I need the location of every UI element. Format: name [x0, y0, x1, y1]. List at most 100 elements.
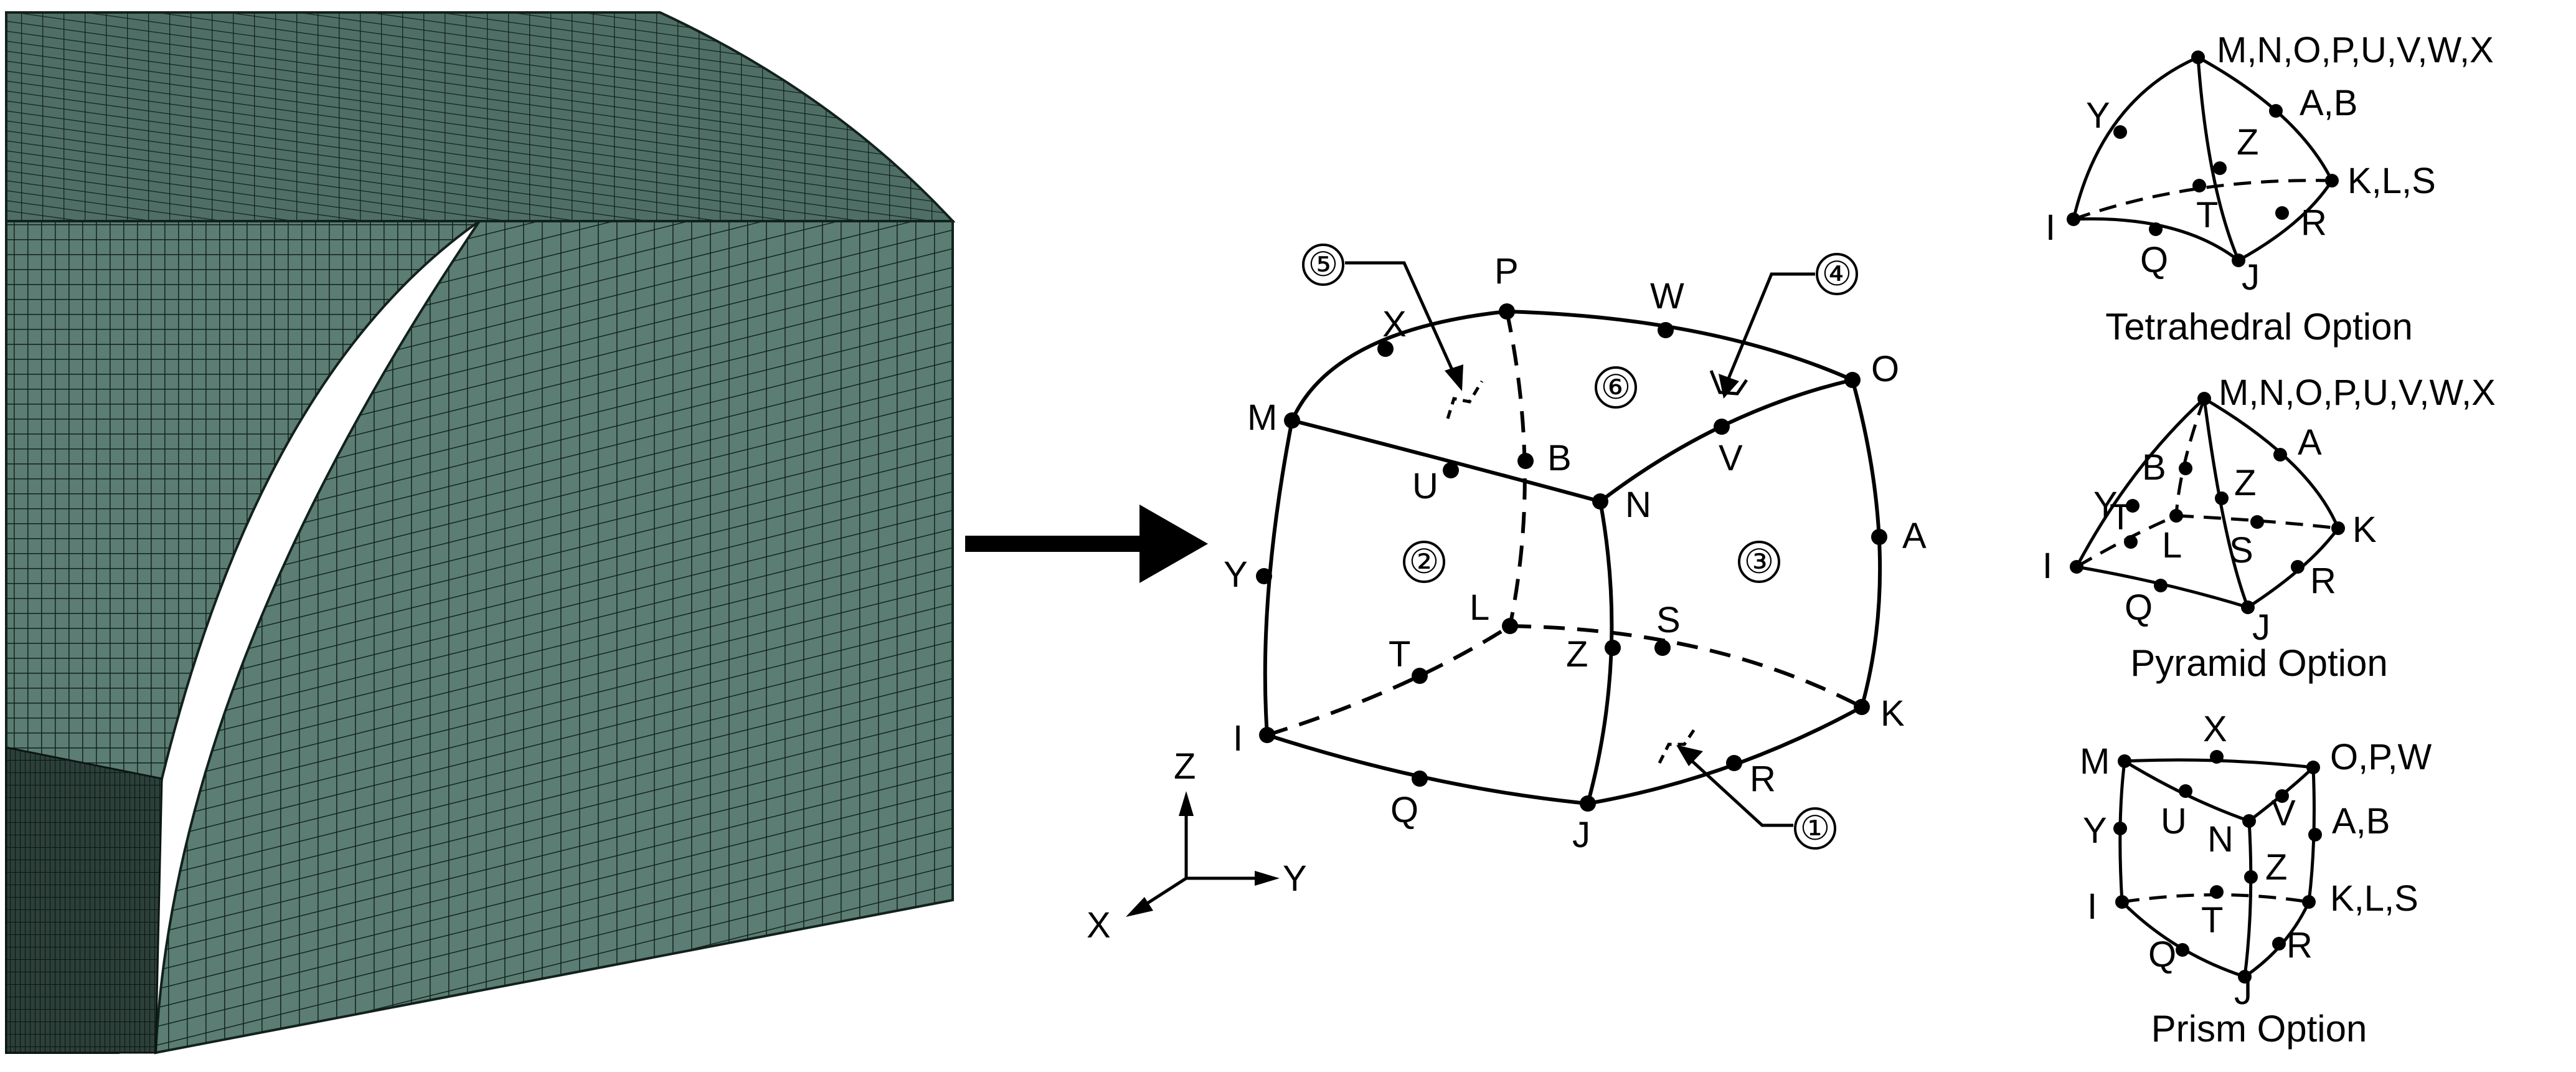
label-w: W	[1650, 276, 1684, 316]
prism-node-v	[2275, 789, 2289, 803]
pyr-label-b: B	[2142, 447, 2166, 488]
label-o: O	[1871, 349, 1899, 389]
tet-label-q: Q	[2140, 240, 2168, 280]
face-5-label: ⑤	[1308, 246, 1338, 283]
axis-y-label: Y	[1283, 858, 1307, 899]
brick-node-labels: I J K L M N O P Q R S T U V W X Y Z A B	[1224, 251, 1927, 855]
face-1-hidden-marker	[1658, 724, 1699, 764]
node-s	[1654, 640, 1671, 656]
face-6: ⑥	[1595, 366, 1637, 409]
node-b	[1517, 453, 1534, 469]
node-r	[1726, 755, 1742, 771]
tet-node-q	[2149, 222, 2163, 236]
tet-node-z	[2213, 161, 2227, 175]
axis-x-label: X	[1087, 905, 1111, 946]
label-t: T	[1389, 634, 1410, 675]
tet-edge-j-k	[2237, 179, 2334, 262]
prism-node-r	[2272, 937, 2286, 951]
tet-label-z: Z	[2237, 122, 2258, 163]
tet-label-top: M,N,O,P,U,V,W,X	[2217, 30, 2494, 70]
label-q: Q	[1390, 790, 1418, 830]
pyr-node-b	[2179, 462, 2192, 475]
pyr-label-k: K	[2352, 510, 2377, 550]
prism-node-j	[2238, 970, 2252, 984]
tet-node-t	[2192, 179, 2206, 192]
face-1-leader	[1686, 756, 1793, 827]
tet-label-kls: K,L,S	[2347, 161, 2436, 201]
face-3: ③	[1738, 541, 1780, 583]
tet-edge-i-m	[2072, 55, 2199, 220]
pyr-edge-m-l	[2174, 398, 2206, 516]
prism-node-a	[2308, 828, 2322, 842]
prism-label-ab: A,B	[2332, 801, 2390, 842]
node-u	[1443, 462, 1459, 478]
label-v: V	[1719, 438, 1743, 478]
pyr-node-r	[2291, 560, 2305, 574]
edge-m-n	[1291, 419, 1601, 503]
tet-label-r: R	[2301, 202, 2327, 243]
face-5-arrowhead-icon	[1445, 364, 1463, 391]
label-y: Y	[1224, 554, 1248, 595]
tet-label-j: J	[2242, 257, 2260, 298]
tet-node-a	[2269, 104, 2283, 118]
tet-edge-m-k	[2197, 55, 2334, 182]
prism-node-t	[2210, 885, 2224, 899]
prism-node-o	[2306, 761, 2320, 774]
face-4-hidden-marker	[1709, 370, 1748, 396]
label-m: M	[1247, 397, 1277, 438]
face-4: ④	[1709, 253, 1858, 399]
pyr-label-y: Y	[2093, 485, 2118, 525]
edge-m-p	[1290, 310, 1507, 422]
face-number-labels: ② ③ ⑥ ⑤ ④ ①	[1302, 244, 1858, 850]
node-j	[1580, 795, 1596, 812]
pyr-node-a	[2273, 448, 2287, 462]
face-1-arrowhead-icon	[1676, 745, 1703, 766]
prism-label-n: N	[2207, 819, 2234, 860]
pyr-node-z	[2215, 491, 2229, 505]
finite-element-mesh-figure	[5, 11, 956, 1055]
prism-label-t: T	[2201, 900, 2223, 941]
node-i	[1259, 727, 1275, 743]
edge-i-j	[1267, 733, 1588, 805]
node-p	[1499, 303, 1515, 320]
node-k	[1854, 699, 1870, 715]
label-s: S	[1656, 600, 1681, 640]
mesh-top-face	[5, 11, 956, 222]
tet-label-ab: A,B	[2300, 83, 2358, 123]
pyr-label-i: I	[2042, 546, 2052, 586]
node-v	[1714, 419, 1730, 435]
prism-label-y: Y	[2083, 810, 2107, 851]
label-l: L	[1470, 587, 1489, 628]
prism-option: X M O,P,W Y U V A,B N Z I T K,L,S Q R J …	[2080, 709, 2432, 1050]
prism-label-j: J	[2234, 972, 2252, 1012]
pyr-label-j: J	[2252, 607, 2270, 648]
pyr-label-q: Q	[2125, 587, 2153, 628]
pyr-node-y	[2126, 499, 2140, 513]
label-n: N	[1625, 485, 1651, 525]
node-m	[1284, 412, 1300, 429]
pyr-node-q	[2154, 579, 2168, 592]
prism-node-m	[2118, 754, 2131, 768]
mesh-right-face	[154, 220, 954, 1055]
label-a: A	[1902, 516, 1927, 556]
pyr-label-l: L	[2162, 525, 2182, 566]
prism-node-n	[2242, 814, 2256, 828]
pyr-node-j	[2241, 600, 2255, 614]
pyr-label-s: S	[2229, 530, 2253, 571]
prism-label-opw: O,P,W	[2330, 737, 2432, 777]
label-p: P	[1494, 251, 1519, 292]
prism-label-x: X	[2203, 709, 2227, 749]
prism-label-r: R	[2286, 925, 2313, 965]
prism-edge-i-j	[2121, 901, 2245, 979]
node-n	[1592, 493, 1608, 510]
prism-node-q	[2176, 943, 2189, 957]
face-3-label: ③	[1744, 543, 1774, 581]
tet-caption: Tetrahedral Option	[2105, 306, 2413, 348]
prism-edge-n-j	[2243, 820, 2253, 977]
label-j: J	[1572, 815, 1590, 855]
pyr-edge-m-k	[2203, 397, 2340, 529]
label-r: R	[1750, 759, 1776, 799]
pyr-edge-i-m	[2075, 397, 2206, 568]
pyr-label-t: T	[2110, 497, 2131, 538]
